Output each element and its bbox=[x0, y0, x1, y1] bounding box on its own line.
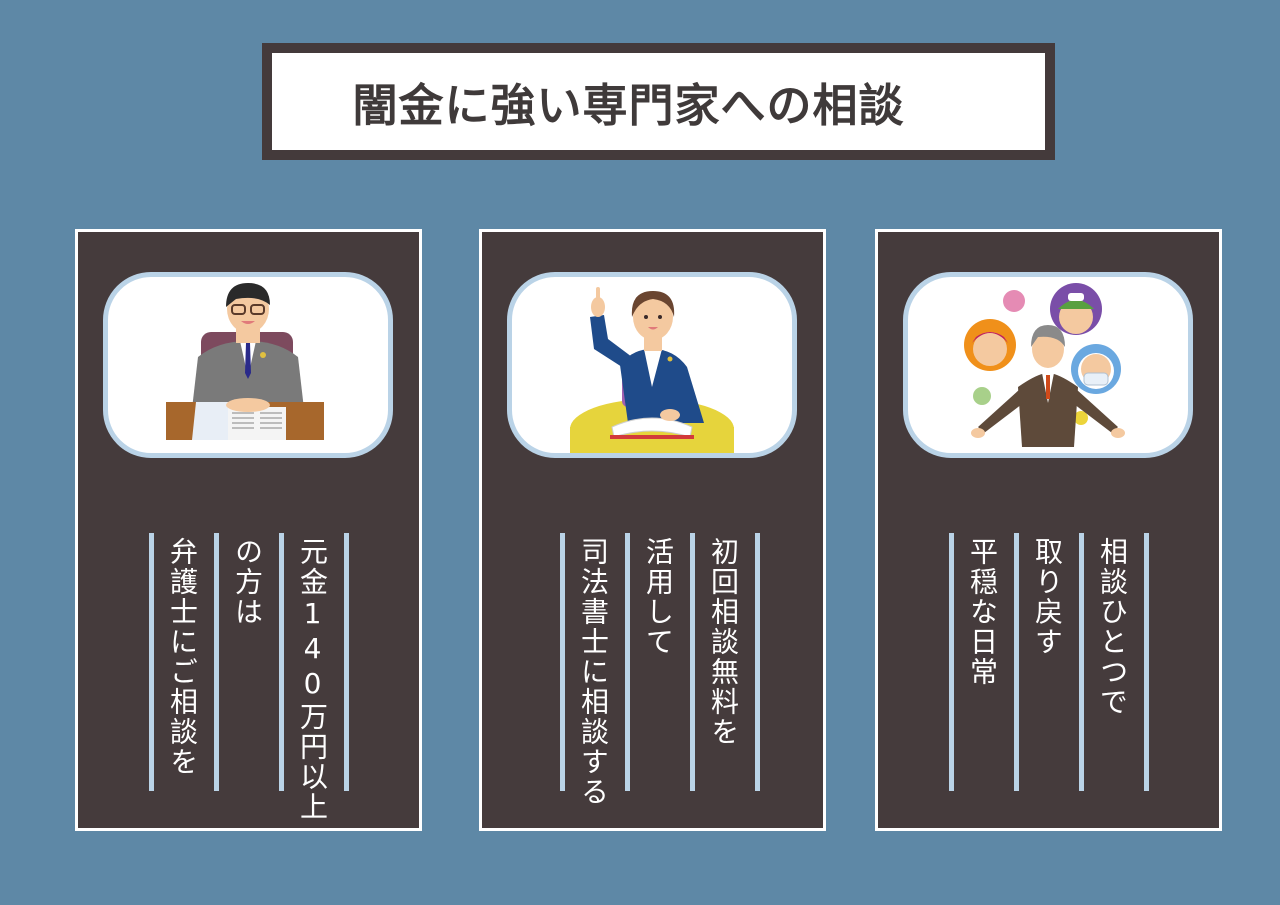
accent-bar bbox=[690, 533, 695, 791]
illustration-frame bbox=[103, 272, 393, 458]
title-banner: 闇金に強い専門家への相談 bbox=[262, 43, 1055, 160]
text-line-2: 活用して bbox=[642, 537, 675, 657]
card-judicial-scrivener: 初回相談無料を 活用して 司法書士に相談する bbox=[479, 229, 826, 831]
card-lawyer: 元金140万円以上 の方は 弁護士にご相談を bbox=[75, 229, 422, 831]
judicial-scrivener-pointing-illustration bbox=[570, 287, 734, 453]
text-line-3: 平穏な日常 bbox=[966, 537, 999, 687]
text-line-1: 相談ひとつで bbox=[1096, 537, 1129, 717]
text-line-3: 司法書士に相談する bbox=[577, 537, 610, 807]
happy-people-with-lawyer-illustration bbox=[964, 283, 1125, 447]
accent-bar bbox=[625, 533, 630, 791]
text-line-1: 元金140万円以上 bbox=[296, 537, 329, 822]
accent-bar bbox=[214, 533, 219, 791]
illustration-frame bbox=[903, 272, 1193, 458]
text-line-1: 初回相談無料を bbox=[707, 537, 740, 747]
accent-bar bbox=[949, 533, 954, 791]
text-line-2: 取り戻す bbox=[1031, 537, 1064, 657]
text-line-3: 弁護士にご相談を bbox=[166, 537, 199, 777]
accent-bar bbox=[1014, 533, 1019, 791]
lawyer-at-desk-illustration bbox=[166, 283, 324, 440]
text-line-2: の方は bbox=[231, 537, 264, 627]
accent-bar bbox=[1079, 533, 1084, 791]
card-peaceful-life: 相談ひとつで 取り戻す 平穏な日常 bbox=[875, 229, 1222, 831]
page-title: 闇金に強い専門家への相談 bbox=[352, 79, 905, 132]
accent-bar bbox=[279, 533, 284, 791]
accent-bar bbox=[149, 533, 154, 791]
illustration-frame bbox=[507, 272, 797, 458]
accent-bar bbox=[344, 533, 349, 791]
accent-bar bbox=[755, 533, 760, 791]
accent-bar bbox=[1144, 533, 1149, 791]
accent-bar bbox=[560, 533, 565, 791]
